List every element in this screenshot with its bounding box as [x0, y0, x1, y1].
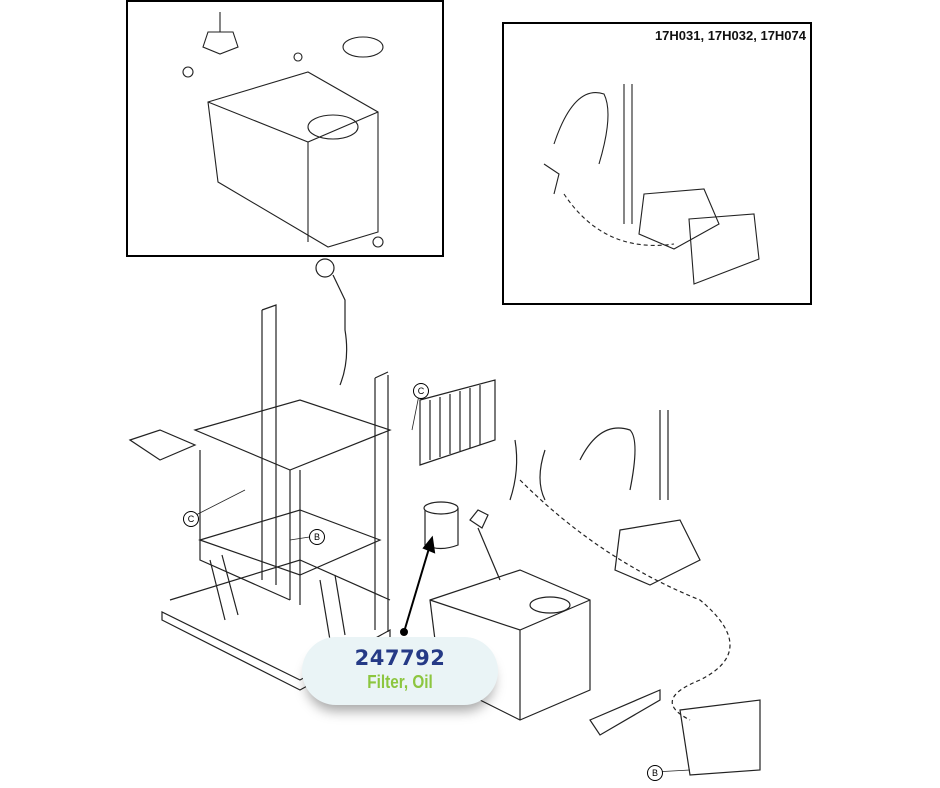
pump-assembly — [509, 410, 761, 776]
part-description: Filter, Oil — [367, 672, 433, 692]
callout-label-b: B — [309, 529, 325, 545]
dipstick — [469, 509, 501, 581]
callout-arrow — [400, 535, 436, 636]
pump-detail-drawing — [543, 84, 760, 285]
part-number: 247792 — [354, 646, 446, 670]
tank-detail-drawing — [182, 12, 384, 248]
oil-filter — [423, 501, 459, 550]
gauge — [315, 258, 348, 386]
callout-label-b: B — [647, 765, 663, 781]
pump-detail-inset: 17H031, 17H032, 17H074 — [502, 22, 812, 305]
inset-model-numbers: 17H031, 17H032, 17H074 — [654, 28, 806, 43]
leader-lines — [189, 389, 691, 773]
tank-detail-inset — [126, 0, 444, 257]
callout-label-c: C — [183, 511, 199, 527]
oil-cooler — [419, 379, 496, 466]
callout-label-c: C — [413, 383, 429, 399]
frame-assembly — [128, 304, 392, 691]
part-callout[interactable]: 247792 Filter, Oil — [302, 637, 498, 705]
